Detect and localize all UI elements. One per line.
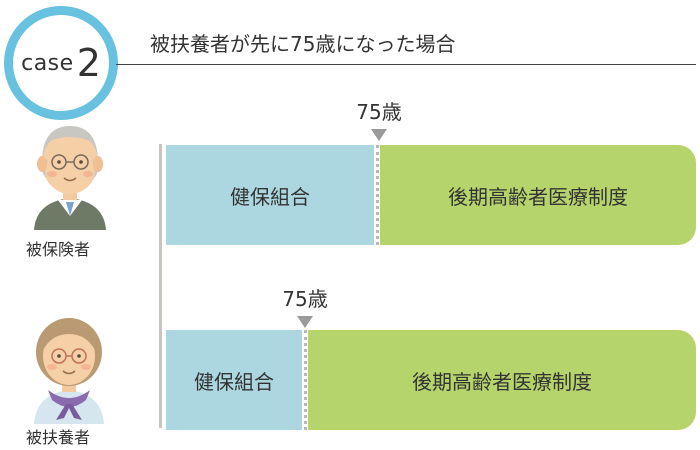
elderly-man-avatar-icon (28, 112, 112, 232)
insured-koki-segment: 後期高齢者医療制度 (380, 145, 696, 245)
timeline-axis (159, 144, 162, 428)
elderly-woman-avatar-icon (26, 306, 112, 424)
dependent-label: 被扶養者 (26, 428, 91, 447)
dependent-age-divider (302, 330, 308, 430)
down-triangle-marker-icon (371, 129, 387, 141)
insured-age-marker: 75歳 (347, 96, 411, 141)
dependent-koki-segment: 後期高齢者医療制度 (308, 330, 696, 430)
down-triangle-marker-icon (297, 316, 313, 328)
case-word: case (21, 50, 74, 76)
dependent-age-marker: 75歳 (273, 283, 337, 328)
insured-kenpo-segment: 健保組合 (166, 145, 374, 245)
insured-timeline-bar: 健保組合 後期高齢者医療制度 (166, 145, 696, 245)
insured-label: 被保険者 (26, 240, 91, 259)
title-divider (116, 64, 696, 65)
case-badge: case 2 (4, 6, 118, 120)
dependent-kenpo-segment: 健保組合 (166, 330, 302, 430)
case-number: 2 (76, 41, 101, 85)
insured-age-divider (374, 145, 380, 245)
insured-age-label: 75歳 (356, 100, 402, 124)
dependent-timeline-bar: 健保組合 後期高齢者医療制度 (166, 330, 696, 430)
dependent-age-label: 75歳 (282, 287, 328, 311)
page-title: 被扶養者が先に75歳になった場合 (150, 32, 456, 56)
